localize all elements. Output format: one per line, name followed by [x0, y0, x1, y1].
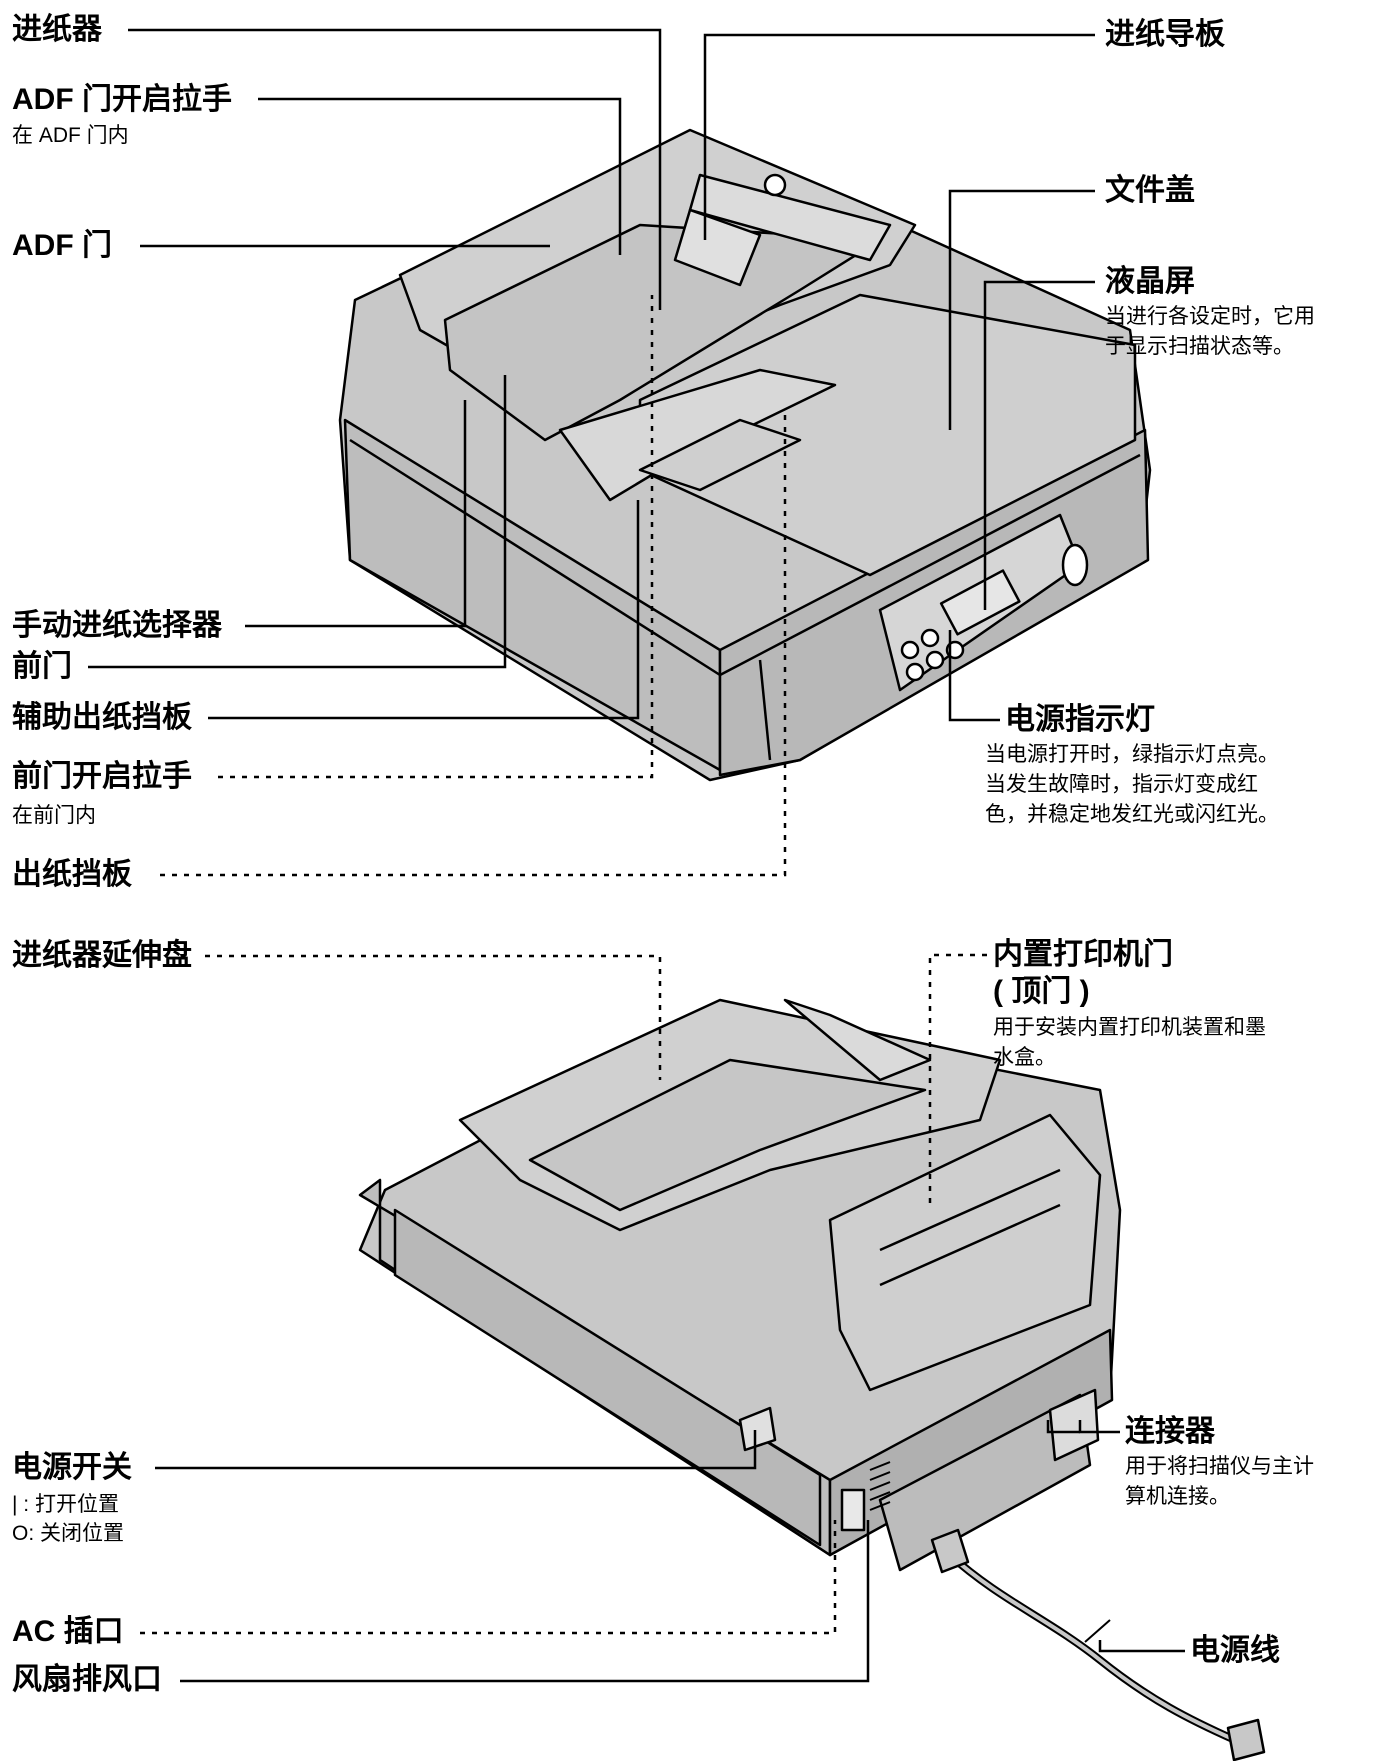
note-front-door-lever: 在前门内 — [12, 804, 96, 827]
scanner-front-view — [338, 128, 1152, 782]
note-printer-door-1: 用于安装内置打印机装置和墨 — [993, 1015, 1266, 1039]
label-power-cord: 电源线 — [1190, 1634, 1280, 1667]
label-fan-vent: 风扇排风口 — [12, 1663, 162, 1696]
leader-lines — [88, 28, 1185, 1683]
note-power-indicator-3: 色，并稳定地发红光或闪红光。 — [985, 802, 1279, 826]
note-printer-door-2: 水盒。 — [993, 1045, 1056, 1069]
label-printer-door-top: ( 顶门 ) — [993, 975, 1090, 1008]
label-connector: 连接器 — [1125, 1415, 1215, 1448]
label-aux-exit-stopper: 辅助出纸挡板 — [12, 701, 192, 734]
note-connector-1: 用于将扫描仪与主计 — [1125, 1454, 1314, 1478]
note-power-switch-on: | : 打开位置 — [12, 1493, 119, 1516]
label-power-indicator: 电源指示灯 — [1005, 703, 1155, 736]
scanner-rear-view — [358, 998, 1122, 1572]
label-front-door-lever: 前门开启拉手 — [12, 760, 192, 793]
label-adf-door: ADF 门 — [12, 229, 112, 262]
note-lcd-1: 当进行各设定时，它用 — [1105, 304, 1315, 328]
note-power-indicator-1: 当电源打开时，绿指示灯点亮。 — [985, 742, 1279, 766]
note-lcd-2: 于显示扫描状态等。 — [1105, 334, 1294, 358]
note-power-switch-off: O: 关闭位置 — [12, 1522, 125, 1545]
label-feeder-extension: 进纸器延伸盘 — [12, 939, 192, 972]
label-adf-door-lever: ADF 门开启拉手 — [12, 83, 232, 116]
label-feeder: 进纸器 — [12, 13, 102, 46]
label-ac-inlet: AC 插口 — [12, 1615, 124, 1648]
label-front-door: 前门 — [12, 650, 72, 683]
note-adf-door-lever: 在 ADF 门内 — [12, 124, 129, 147]
label-power-switch: 电源开关 — [12, 1451, 132, 1484]
note-power-indicator-2: 当发生故障时，指示灯变成红 — [985, 772, 1258, 796]
leader-lines-dotted — [140, 295, 987, 1635]
label-exit-stopper: 出纸挡板 — [12, 858, 132, 891]
label-document-cover: 文件盖 — [1105, 174, 1195, 207]
label-manual-feed-selector: 手动进纸选择器 — [12, 609, 222, 642]
label-printer-door: 内置打印机门 — [993, 938, 1173, 971]
note-connector-2: 算机连接。 — [1125, 1484, 1230, 1508]
label-paper-guide: 进纸导板 — [1105, 18, 1225, 51]
power-cord — [930, 1528, 1266, 1761]
label-lcd: 液晶屏 — [1105, 265, 1195, 298]
